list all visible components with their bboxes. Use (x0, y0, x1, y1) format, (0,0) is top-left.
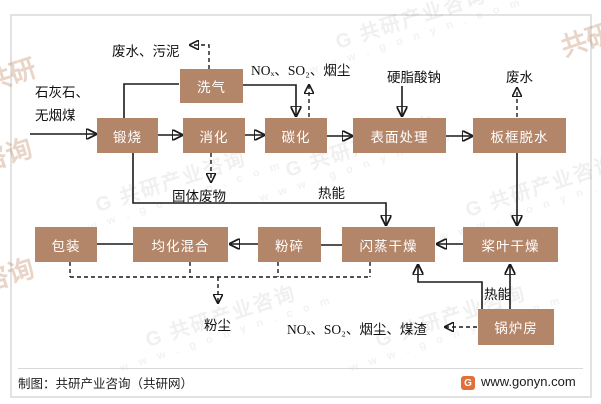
gonyn-logo-icon: G (461, 376, 475, 390)
arrow-boiler-flash (418, 266, 483, 309)
node-label: 粉碎 (275, 238, 304, 254)
node-label: 消化 (199, 129, 229, 145)
node-packaging: 包装 (35, 227, 97, 262)
label-wastewater-sludge: 废水、污泥 (112, 44, 180, 59)
label-feed-line1: 石灰石、 (35, 85, 89, 100)
label-heat-lower: 热能 (484, 287, 511, 302)
node-label: 洗气 (197, 80, 226, 95)
footer-credit: 制图：共研产业咨询（共研网） (18, 377, 194, 391)
node-label: 均化混合 (151, 238, 210, 254)
node-label: 锅炉房 (494, 321, 538, 336)
arrow-washing-wastewater-sludge (191, 45, 210, 69)
node-carbonization: 碳化 (265, 118, 327, 153)
node-flash-drying: 闪蒸干燥 (342, 227, 435, 262)
node-surface-treatment: 表面处理 (353, 118, 446, 153)
node-label: 桨叶干燥 (481, 238, 540, 254)
node-calcination: 锻烧 (97, 118, 158, 153)
node-plate-frame-dewatering: 板框脱水 (473, 118, 566, 153)
node-digestion: 消化 (183, 118, 245, 153)
node-homogenizing-mixing: 均化混合 (133, 227, 228, 262)
label-dust: 粉尘 (204, 318, 231, 333)
label-boiler-emissions: NOₓ、SO₂、烟尘、煤渣 (287, 322, 427, 337)
label-heat-upper: 热能 (318, 186, 345, 201)
line-calcination-washing (123, 83, 179, 118)
node-paddle-drying: 桨叶干燥 (463, 227, 558, 262)
arrow-washing-carbonization (243, 84, 296, 115)
footer-site-link[interactable]: www.gonyn.com (481, 374, 576, 389)
node-label: 板框脱水 (490, 129, 549, 145)
node-label: 表面处理 (370, 129, 429, 145)
node-label: 碳化 (281, 129, 311, 145)
label-kiln-emissions: NOₓ、SO₂、烟尘 (251, 63, 351, 78)
arrow-calcination-heat-flash (132, 153, 386, 224)
node-gas-washing: 洗气 (180, 69, 243, 103)
node-boiler-room: 锅炉房 (478, 309, 554, 345)
label-solid-waste: 固体废物 (172, 189, 226, 204)
label-feed-line2: 无烟煤 (35, 108, 76, 123)
node-label: 包装 (51, 238, 81, 254)
footer-divider (18, 368, 583, 369)
label-wastewater: 废水 (506, 70, 533, 85)
label-sodium-stearate: 硬脂酸钠 (387, 70, 441, 85)
node-crushing: 粉碎 (258, 227, 321, 262)
node-label: 锻烧 (113, 129, 142, 145)
node-label: 闪蒸干燥 (359, 238, 418, 254)
